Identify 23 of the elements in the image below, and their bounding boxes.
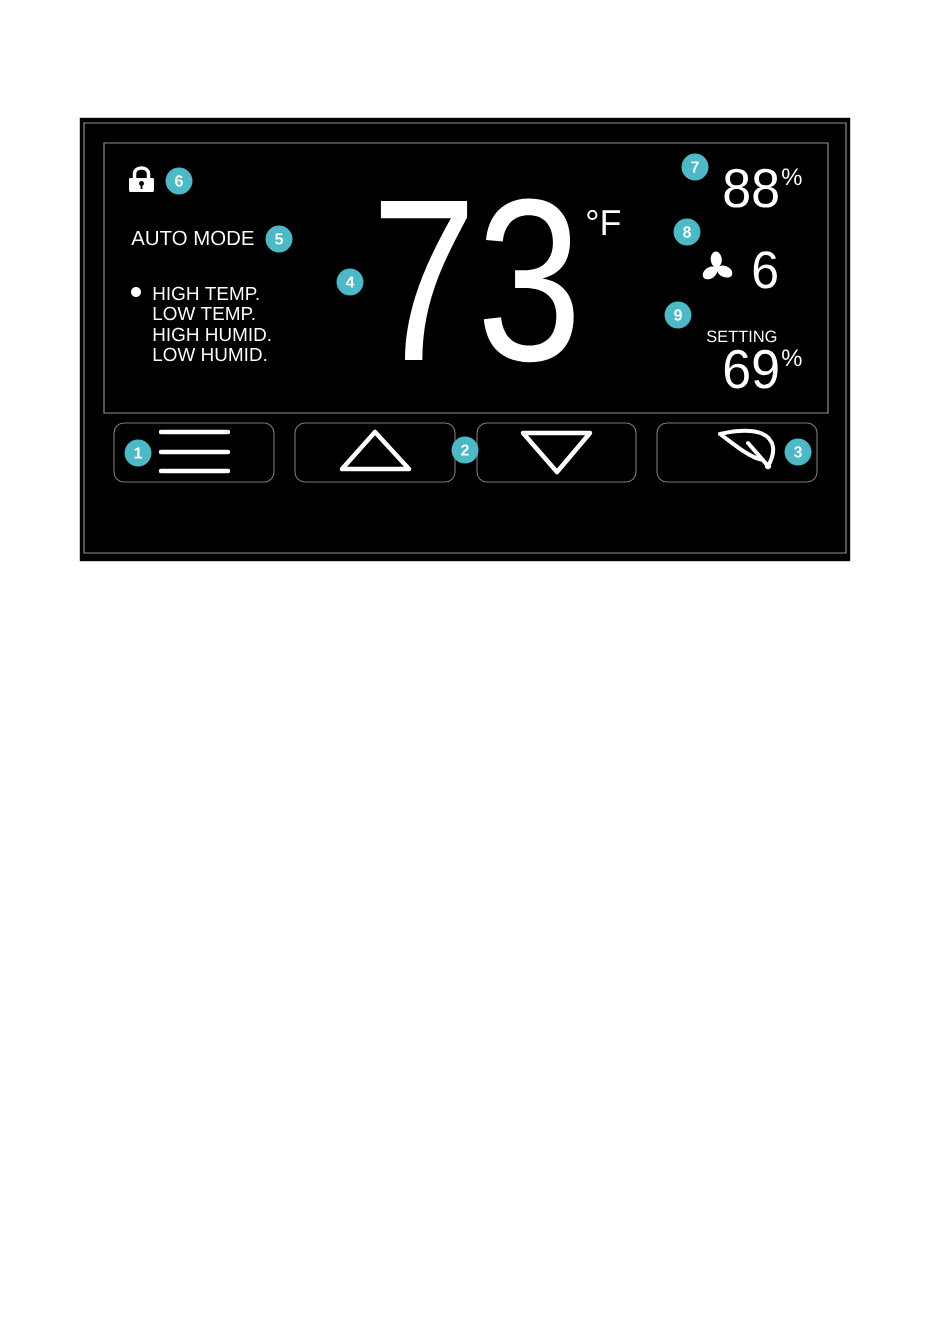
option-label: LOW HUMID.: [153, 347, 267, 362]
callout-number: 1: [124, 439, 152, 467]
option-label: HIGH TEMP.: [153, 286, 259, 301]
control-panel: [79, 117, 851, 562]
callout-number: 4: [336, 268, 364, 296]
fan-speed-digit: 6: [753, 251, 777, 289]
callout-number: 5: [265, 225, 293, 253]
temperature-reading: 73: [380, 198, 574, 363]
callout-number: 9: [664, 301, 692, 329]
mode-label: AUTO MODE: [131, 230, 254, 246]
humidity-reading: 88: [724, 168, 778, 208]
callout-number: 6: [165, 167, 193, 195]
callout-number: 2: [451, 436, 479, 464]
unit-label: °F: [587, 209, 620, 235]
option-label: LOW TEMP.: [153, 306, 255, 321]
percent-sign: %: [782, 349, 802, 367]
callout-number: 7: [681, 153, 709, 181]
setpoint-reading: 69: [724, 349, 778, 389]
callout-number: 8: [673, 218, 701, 246]
callout-number: 3: [784, 438, 812, 466]
setting-label: SETTING: [706, 330, 777, 343]
option-label: HIGH HUMID.: [153, 327, 271, 342]
percent-sign: %: [782, 168, 802, 186]
